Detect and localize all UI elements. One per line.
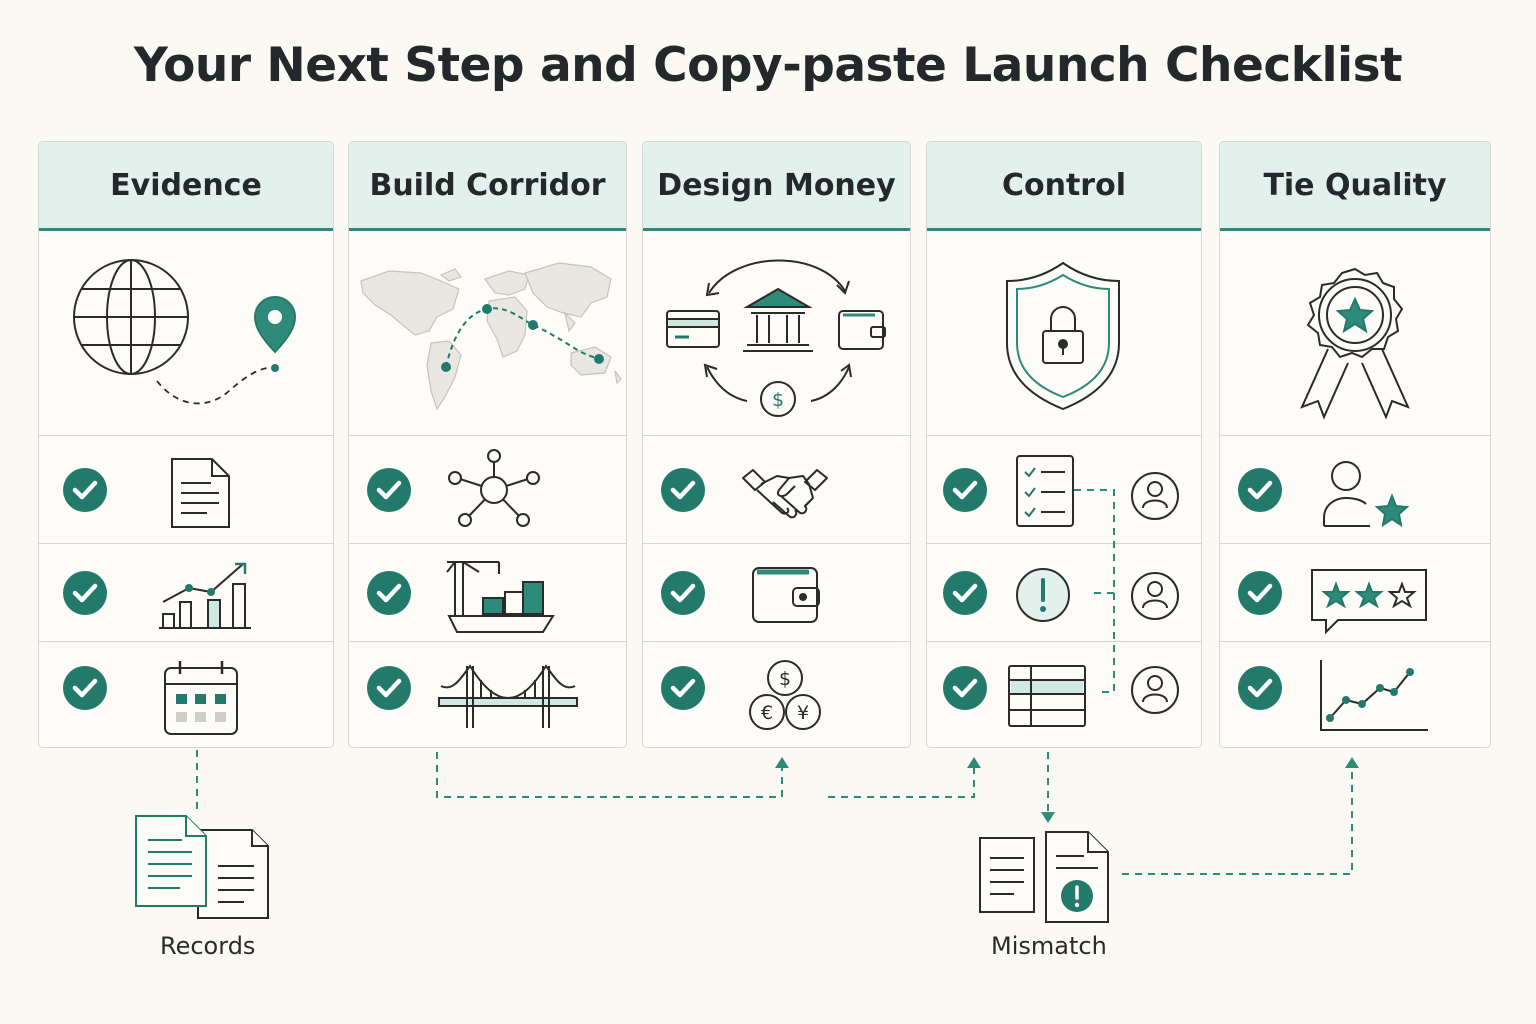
checklist-row bbox=[349, 435, 626, 544]
checklist-row bbox=[1220, 435, 1490, 544]
records-documents-icon bbox=[135, 815, 269, 919]
wallet-icon bbox=[752, 567, 820, 623]
checklist-row bbox=[1220, 543, 1490, 642]
svg-text:€: € bbox=[761, 702, 773, 724]
money-flow-cycle-icon: $ bbox=[643, 231, 910, 435]
column-control: Control bbox=[926, 141, 1202, 748]
column-build-corridor: Build Corridor bbox=[348, 141, 627, 748]
globe-location-icon bbox=[39, 231, 333, 435]
checkmark-icon bbox=[1238, 468, 1282, 512]
user-icon bbox=[1131, 572, 1179, 620]
award-badge-icon bbox=[1220, 231, 1490, 435]
checklist-row bbox=[927, 641, 1201, 747]
checkmark-icon bbox=[1238, 571, 1282, 615]
checkmark-icon bbox=[367, 666, 411, 710]
checkmark-icon bbox=[661, 666, 705, 710]
checklist-row bbox=[39, 641, 333, 747]
checkmark-icon bbox=[1238, 666, 1282, 710]
data-table-icon bbox=[1008, 665, 1086, 727]
checkmark-icon bbox=[63, 666, 107, 710]
checklist-row bbox=[39, 435, 333, 544]
alert-icon bbox=[1016, 568, 1070, 622]
world-map-route-icon bbox=[349, 231, 626, 435]
page-title: Your Next Step and Copy-paste Launch Che… bbox=[133, 38, 1403, 93]
currency-coins-icon: $ € ¥ bbox=[749, 660, 821, 730]
column-header: Evidence bbox=[39, 142, 333, 231]
checkmark-icon bbox=[661, 571, 705, 615]
cargo-ship-icon bbox=[446, 561, 555, 633]
checklist-row bbox=[927, 435, 1201, 544]
checkmark-icon bbox=[943, 666, 987, 710]
checklist-row bbox=[643, 543, 910, 642]
calendar-icon bbox=[164, 661, 238, 735]
column-header: Tie Quality bbox=[1220, 142, 1490, 231]
column-header: Control bbox=[927, 142, 1201, 231]
svg-text:$: $ bbox=[772, 389, 784, 411]
checkmark-icon bbox=[367, 468, 411, 512]
checkmark-icon bbox=[63, 571, 107, 615]
checklist-row bbox=[349, 641, 626, 747]
checkmark-icon bbox=[63, 468, 107, 512]
mismatch-documents-icon bbox=[979, 831, 1109, 923]
shield-lock-icon bbox=[927, 231, 1201, 435]
trend-chart-icon bbox=[1320, 660, 1428, 731]
checklist-row bbox=[643, 435, 910, 544]
user-star-icon bbox=[1323, 461, 1410, 528]
checklist-row bbox=[349, 543, 626, 642]
column-tie-quality: Tie Quality bbox=[1219, 141, 1491, 748]
mismatch-label: Mismatch bbox=[991, 932, 1107, 960]
column-header: Build Corridor bbox=[349, 142, 626, 231]
checklist-row bbox=[39, 543, 333, 642]
column-header: Design Money bbox=[643, 142, 910, 231]
column-evidence: Evidence bbox=[38, 141, 334, 748]
user-icon bbox=[1131, 472, 1179, 520]
handshake-icon bbox=[742, 469, 828, 519]
user-icon bbox=[1131, 666, 1179, 714]
checkmark-icon bbox=[367, 571, 411, 615]
svg-text:$: $ bbox=[779, 668, 791, 690]
column-design-money: Design Money $ bbox=[642, 141, 911, 748]
checklist-row bbox=[1220, 641, 1490, 747]
svg-text:¥: ¥ bbox=[797, 702, 809, 724]
arrowheads bbox=[775, 757, 1359, 823]
checkmark-icon bbox=[943, 468, 987, 512]
growth-chart-icon bbox=[159, 562, 251, 629]
bridge-icon bbox=[438, 664, 578, 728]
star-rating-icon bbox=[1311, 569, 1427, 635]
checkmark-icon bbox=[661, 468, 705, 512]
checklist-row: $ € ¥ bbox=[643, 641, 910, 747]
checklist-icon bbox=[1016, 455, 1074, 527]
records-label: Records bbox=[160, 932, 256, 960]
document-icon bbox=[171, 458, 230, 528]
network-hub-icon bbox=[448, 449, 540, 527]
checkmark-icon bbox=[943, 571, 987, 615]
checklist-row bbox=[927, 543, 1201, 642]
